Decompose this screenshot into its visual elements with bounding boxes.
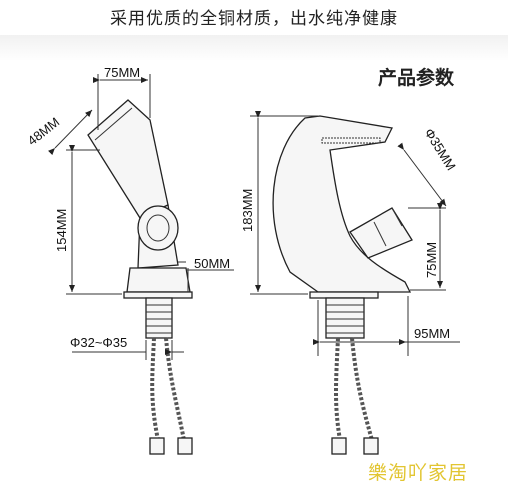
- left-base-plate: [123, 291, 193, 299]
- right-faucet-view: 183MM Φ35MM 75MM 95MM: [240, 111, 460, 455]
- right-shank: [325, 297, 365, 339]
- left-faucet-view: 75MM 48MM 154MM 50MM Φ32~Φ35: [25, 65, 234, 455]
- right-dim-handle: Φ35MM: [421, 126, 458, 173]
- right-hose-1: [334, 337, 342, 441]
- left-dim-thread: Φ32~Φ35: [70, 335, 127, 350]
- left-handle: [137, 205, 179, 251]
- left-dim-height: 154MM: [54, 209, 69, 252]
- left-dim-width: 75MM: [104, 65, 140, 80]
- left-hose-1: [150, 337, 160, 441]
- left-hose-2: [164, 337, 186, 441]
- right-dim-height: 183MM: [240, 189, 255, 232]
- left-hose-nut-2: [177, 437, 193, 455]
- params-title: 产品参数: [378, 67, 455, 89]
- top-caption: 采用优质的全铜材质，出水纯净健康: [110, 9, 398, 29]
- right-hose-2: [350, 337, 374, 441]
- watermark: 樂淘吖家居: [368, 462, 469, 484]
- right-aerator: [321, 137, 381, 144]
- left-thread-lines: [146, 304, 172, 334]
- right-hose-nut-2: [363, 437, 379, 455]
- header-band: [0, 35, 508, 61]
- left-hose-nut-1: [149, 437, 165, 455]
- right-handle: [349, 207, 413, 259]
- left-spout: [87, 99, 169, 219]
- right-hose-nut-1: [331, 437, 347, 455]
- left-dim-spout: 48MM: [25, 114, 63, 148]
- right-base-plate: [309, 291, 379, 299]
- left-base: [126, 267, 191, 293]
- right-thread-lines: [326, 304, 364, 334]
- right-body: [272, 115, 412, 293]
- left-shank: [145, 297, 173, 339]
- right-dim-reach: 95MM: [414, 326, 450, 341]
- left-dim-base: 50MM: [194, 256, 230, 271]
- right-dim-handle-height: 75MM: [424, 242, 439, 278]
